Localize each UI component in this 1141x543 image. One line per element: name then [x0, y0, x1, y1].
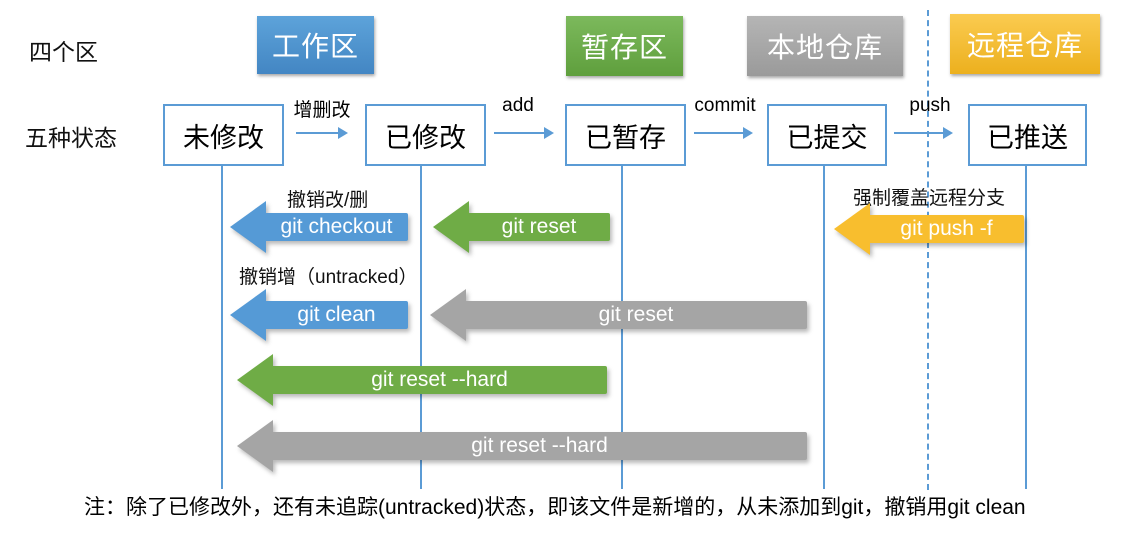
- footer-note: 注：除了已修改外，还有未追踪(untracked)状态，即该文件是新增的，从未添…: [84, 496, 1026, 519]
- transition-label-push: push: [909, 95, 951, 116]
- arrow-shaft: [296, 132, 340, 134]
- command-label: git reset --hard: [471, 434, 608, 457]
- undo-arrow-git-checkout: git checkout: [230, 201, 408, 253]
- arrow-left-icon: [834, 203, 870, 255]
- transition-label-modify: 增删改: [293, 100, 351, 121]
- local-remote-boundary-dashed-line: [927, 10, 929, 490]
- state-box-pushed: 已推送: [968, 104, 1087, 166]
- arrow-left-icon: [430, 289, 466, 341]
- state-box-unmodified-label: 未修改: [183, 122, 264, 153]
- area-box-local-repo-label: 本地仓库: [766, 32, 883, 63]
- states-row-label: 五种状态: [25, 125, 117, 151]
- caption-undo-modify: 撤销改/删: [287, 190, 369, 211]
- command-label: git clean: [297, 303, 376, 326]
- arrow-shaft: [494, 132, 546, 134]
- transition-arrow-modify: [296, 127, 348, 139]
- caption-undo-untracked: 撤销增（untracked）: [239, 267, 418, 288]
- undo-arrow-git-reset-hard-committed: git reset --hard: [237, 420, 807, 472]
- arrow-right-icon: [544, 127, 554, 139]
- arrow-right-icon: [743, 127, 753, 139]
- arrow-shaft: [894, 132, 945, 134]
- arrow-right-icon: [338, 127, 348, 139]
- lifeline-pushed: [1025, 163, 1027, 489]
- arrow-left-icon: [237, 420, 273, 472]
- arrow-left-icon: [230, 289, 266, 341]
- lifeline-modified: [420, 163, 422, 489]
- state-box-staged-label: 已暂存: [585, 122, 666, 153]
- area-box-staging: 暂存区: [566, 16, 683, 76]
- command-label: git reset: [598, 303, 674, 326]
- undo-arrow-git-reset-hard-staged: git reset --hard: [237, 354, 607, 406]
- areas-row-label: 四个区: [29, 39, 98, 65]
- area-box-staging-label: 暂存区: [580, 32, 668, 63]
- area-box-remote-repo-label: 远程仓库: [966, 30, 1083, 61]
- undo-arrow-git-reset-committed: git reset: [430, 289, 807, 341]
- state-box-staged: 已暂存: [565, 104, 686, 166]
- command-label: git reset: [501, 215, 577, 238]
- area-box-working: 工作区: [257, 16, 374, 74]
- state-box-unmodified: 未修改: [163, 104, 284, 166]
- command-label: git push -f: [900, 217, 993, 240]
- transition-label-add: add: [502, 95, 534, 116]
- arrow-shaft: [694, 132, 745, 134]
- undo-arrow-git-reset-staged: git reset: [433, 201, 610, 253]
- command-label: git reset --hard: [371, 368, 508, 391]
- area-box-local-repo: 本地仓库: [747, 16, 903, 76]
- state-box-committed: 已提交: [767, 104, 887, 166]
- transition-arrow-push: [894, 127, 953, 139]
- transition-arrow-commit: [694, 127, 753, 139]
- state-box-modified: 已修改: [365, 104, 486, 166]
- area-box-working-label: 工作区: [271, 31, 359, 62]
- undo-arrow-git-clean: git clean: [230, 289, 408, 341]
- area-box-remote-repo: 远程仓库: [950, 14, 1100, 74]
- lifeline-committed: [823, 163, 825, 489]
- transition-arrow-add: [494, 127, 554, 139]
- command-label: git checkout: [280, 215, 393, 238]
- state-box-modified-label: 已修改: [385, 122, 466, 153]
- lifeline-unmodified: [221, 163, 223, 489]
- state-box-committed-label: 已提交: [786, 122, 868, 153]
- arrow-left-icon: [433, 201, 469, 253]
- arrow-left-icon: [230, 201, 266, 253]
- arrow-left-icon: [237, 354, 273, 406]
- state-box-pushed-label: 已推送: [987, 122, 1068, 153]
- transition-label-commit: commit: [694, 95, 756, 116]
- caption-force-push: 强制覆盖远程分支: [853, 188, 1006, 209]
- arrow-right-icon: [943, 127, 953, 139]
- undo-arrow-git-push-force: git push -f: [834, 203, 1024, 255]
